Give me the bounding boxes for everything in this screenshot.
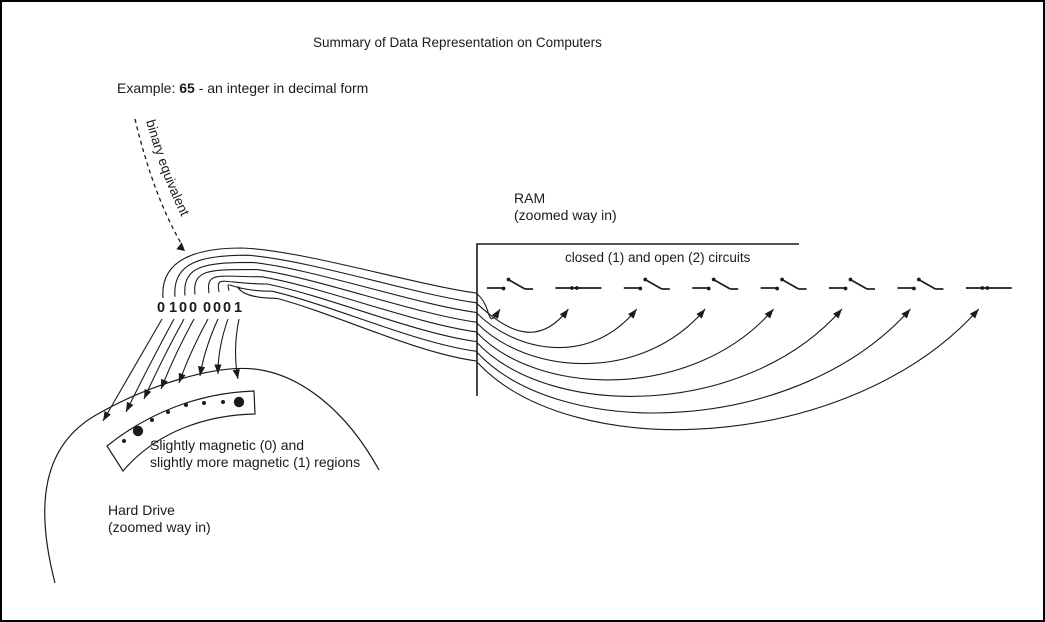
ram-title: RAM — [514, 190, 546, 206]
binary-digit: 0 — [223, 300, 231, 316]
contact-dot — [501, 286, 506, 291]
magnetic-dot-small — [202, 401, 206, 405]
curve-to-ram — [163, 248, 500, 319]
binary-digit: 0 — [189, 300, 197, 316]
arrowhead-icon — [628, 309, 637, 319]
hard-drive-title: Hard Drive — [108, 502, 175, 518]
curve-to-ram — [175, 255, 569, 332]
binary-digit: 0 — [157, 300, 165, 316]
magnetic-track-band — [107, 391, 255, 471]
switch-open-icon — [829, 277, 875, 291]
binary-digit: 1 — [234, 300, 242, 316]
example-value: 65 — [179, 80, 195, 96]
magnetic-dot-large — [132, 425, 144, 437]
contact-dot — [575, 286, 579, 290]
contact-dot — [985, 286, 990, 290]
arrowhead-icon — [901, 309, 911, 319]
arrowhead-icon — [178, 372, 186, 383]
switch-closed-icon — [966, 286, 1012, 290]
curve-to-ram — [228, 285, 910, 413]
pivot-dot — [917, 277, 921, 282]
magnetic-dot-large — [233, 396, 245, 408]
contact-dot — [775, 286, 779, 291]
curve-to-ram — [209, 276, 774, 380]
magnetic-dot-small — [166, 410, 170, 414]
arrowhead-icon — [197, 366, 206, 376]
contact-dot — [638, 286, 643, 291]
arrowhead-icon — [161, 378, 168, 389]
switch-open-icon — [487, 277, 533, 291]
example-prefix: Example: — [117, 80, 180, 96]
arrowhead-icon — [969, 309, 979, 319]
arrowhead-icon — [103, 410, 111, 421]
binary-digit: 1 — [169, 300, 177, 316]
curve-to-ram — [195, 270, 705, 364]
ram-box-outline — [477, 244, 799, 396]
magnetic-dot-row — [122, 396, 245, 443]
binary-digit: 0 — [213, 300, 221, 316]
curve-to-ram — [218, 281, 842, 396]
binary-equivalent-label: binary equivalent — [143, 118, 192, 219]
arrow-to-disk — [103, 319, 162, 421]
binary-digit: 0 — [203, 300, 211, 316]
arrow-to-disk — [126, 319, 174, 412]
pivot-dot — [506, 277, 511, 282]
arrowhead-icon — [144, 388, 152, 399]
example-line: Example: 65 - an integer in decimal form — [117, 80, 368, 97]
ram-subtitle: (zoomed way in) — [514, 207, 617, 223]
pivot-dot — [848, 277, 853, 282]
hard-drive-subtitle: (zoomed way in) — [108, 519, 211, 535]
arrowhead-icon — [214, 364, 222, 374]
binary-equivalent-arrow — [135, 119, 182, 245]
curve-to-ram — [238, 287, 979, 430]
regions-caption-line2: slightly more magnetic (1) regions — [150, 454, 361, 470]
pivot-dot — [711, 277, 716, 282]
contact-dot — [570, 286, 574, 290]
arrowhead-icon — [833, 309, 842, 319]
diagram-title: Summary of Data Representation on Comput… — [313, 35, 602, 50]
hard-drive-label: Hard Drive (zoomed way in) — [108, 502, 211, 536]
pivot-dot — [780, 277, 784, 282]
contact-dot — [843, 286, 848, 291]
arrowhead-icon — [126, 401, 134, 412]
ram-label: RAM (zoomed way in) — [514, 190, 617, 224]
regions-caption-line1: Slightly magnetic (0) and — [150, 437, 305, 453]
magnetic-regions-caption: Slightly magnetic (0) and slightly more … — [150, 437, 360, 471]
curve-to-ram — [185, 262, 637, 347]
magnetic-dot-small — [150, 418, 154, 422]
switch-closed-icon — [555, 286, 601, 290]
circuits-caption: closed (1) and open (2) circuits — [565, 250, 751, 265]
magnetic-dot-small — [122, 439, 126, 443]
switch-open-icon — [692, 277, 738, 291]
contact-dot — [980, 286, 985, 290]
arrowhead-icon — [696, 309, 706, 319]
magnetic-dot-small — [221, 400, 225, 404]
arrowhead-icon — [176, 242, 185, 251]
arrowhead-icon — [559, 309, 569, 319]
contact-dot — [912, 286, 916, 291]
switch-open-icon — [761, 277, 807, 291]
ram-switch-row — [487, 277, 1012, 291]
arrowhead-icon — [764, 309, 774, 319]
platter-edge-arc — [45, 368, 379, 583]
contact-dot — [706, 286, 711, 291]
arrowhead-icon — [491, 309, 500, 319]
example-suffix: - an integer in decimal form — [194, 80, 369, 96]
arrow-to-disk — [144, 319, 184, 399]
bit-flow-curves — [103, 248, 979, 430]
magnetic-dot-small — [184, 403, 188, 407]
arrowhead-icon — [232, 368, 240, 379]
binary-digit: 0 — [179, 300, 187, 316]
pivot-dot — [643, 277, 648, 282]
switch-open-icon — [897, 277, 943, 291]
switch-open-icon — [624, 277, 670, 291]
